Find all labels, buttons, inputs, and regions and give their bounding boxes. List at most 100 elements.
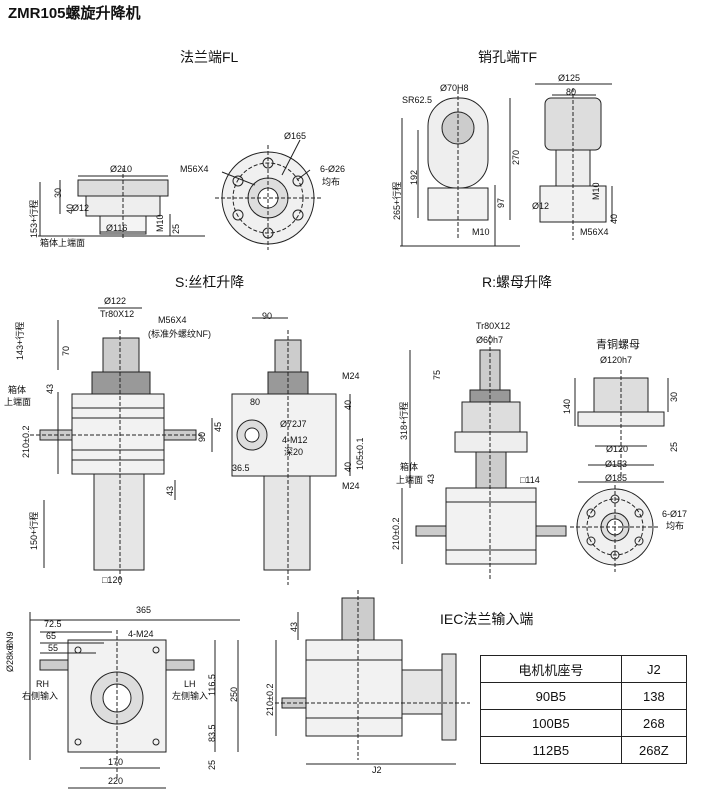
rh-input-label: 右侧输入	[22, 691, 59, 701]
r-nut-view	[574, 370, 669, 483]
dim-label: 143+行程	[15, 321, 25, 360]
table-cell: 268Z	[620, 736, 688, 764]
table-cell: 90B5	[480, 682, 622, 710]
dim-label: Ø210	[110, 164, 133, 174]
rh-label: RH	[36, 679, 49, 689]
dim-label: Ø120	[606, 444, 629, 454]
dim-label: Ø12	[72, 203, 90, 213]
dim-label: 72.5	[44, 619, 62, 629]
dim-label: SR62.5	[402, 95, 433, 105]
dim-label: 36.5	[232, 463, 250, 473]
table-header-row: 电机机座号 J2	[480, 655, 688, 683]
bottom-plan-view	[29, 612, 240, 789]
dim-label: 105±0.1	[355, 437, 365, 470]
dim-label: □114	[520, 475, 540, 485]
dim-label: (标准外螺纹NF)	[148, 329, 211, 339]
dim-label: Tr80X12	[100, 309, 135, 319]
dim-label: 70	[61, 345, 71, 356]
dim-label: 40	[343, 461, 353, 472]
dim-label: Ø60h7	[476, 335, 504, 345]
dim-label: 116.5	[207, 674, 217, 696]
dim-label: 40	[343, 399, 353, 410]
dim-label: 265+行程	[392, 181, 402, 220]
dim-label: 8N9	[5, 631, 15, 648]
s-side-view	[30, 307, 205, 585]
dim-label: 90	[197, 431, 207, 442]
s-front-view	[211, 317, 351, 585]
dim-label: 43	[289, 621, 299, 632]
table-header-cell: 电机机座号	[480, 655, 622, 683]
dim-label: □120	[102, 575, 123, 585]
dim-label: Ø70H8	[440, 83, 469, 93]
dim-label: Ø28k6	[5, 645, 15, 672]
motor-frame-table: 电机机座号 J2 90B5 138 100B5 268 112B5 268Z	[480, 655, 688, 764]
dim-label: Ø153	[605, 459, 628, 469]
dim-label: M10	[155, 214, 165, 232]
lh-input-label: 左侧输入	[172, 691, 209, 701]
tf-front-view	[535, 83, 613, 240]
lh-label: LH	[184, 679, 196, 689]
dim-label: Ø116	[106, 223, 128, 233]
dim-label: 4-M12	[282, 435, 308, 445]
section-title-fl: 法兰端FL	[180, 49, 239, 65]
dim-label: 250	[229, 686, 239, 702]
dim-label: Ø122	[104, 296, 127, 306]
dim-label: M56X4	[158, 315, 187, 325]
dim-label: 192	[409, 169, 419, 185]
dim-label: 40	[609, 213, 619, 224]
dim-label: 318+行程	[399, 401, 409, 440]
dim-label: J2	[372, 765, 382, 775]
dim-label: M56X4	[580, 227, 609, 237]
dim-label: M10	[591, 182, 601, 200]
dim-label: 90	[262, 311, 273, 321]
table-cell: 100B5	[480, 709, 622, 737]
section-title-s: S:丝杠升降	[175, 274, 245, 290]
dim-label: M24	[342, 371, 360, 381]
dim-label: Tr80X12	[476, 321, 511, 331]
tf-side-view	[400, 90, 520, 247]
dim-label: 150+行程	[29, 511, 39, 550]
dim-label: 30	[669, 391, 679, 402]
dim-label: 210±0.2	[21, 425, 31, 458]
dim-label: 80	[566, 87, 577, 97]
dim-label: 75	[432, 369, 442, 380]
dim-label: 43	[165, 485, 175, 496]
dim-label: 43	[426, 473, 436, 484]
dim-label: M24	[342, 481, 360, 491]
r-nut-front	[570, 485, 660, 572]
page-title: ZMR105螺旋升降机	[8, 5, 141, 22]
dim-label: Ø72J7	[280, 419, 307, 429]
dim-label: 55	[48, 643, 59, 653]
dim-label: 153+行程	[29, 199, 39, 238]
dim-label: 深20	[284, 447, 304, 457]
dim-label: 65	[46, 631, 57, 641]
box-top-label: 箱体上端面	[40, 238, 86, 248]
section-title-iec: IEC法兰输入端	[440, 611, 534, 627]
iec-side-view	[275, 590, 470, 765]
dim-label: 210±0.2	[265, 683, 275, 716]
section-title-tf: 销孔端TF	[478, 49, 538, 65]
dim-label: 210±0.2	[391, 517, 401, 550]
dim-label: M10	[472, 227, 490, 237]
table-cell: 268	[620, 709, 688, 737]
box-label: 箱体	[8, 385, 27, 395]
r-side-view	[401, 335, 567, 580]
dim-label: 97	[496, 197, 506, 208]
dim-label: 均布	[322, 177, 341, 187]
box-top-label: 上端面	[396, 475, 424, 485]
fl-flange-front	[215, 139, 322, 250]
nut-label: 青铜螺母	[596, 339, 640, 351]
dim-label: 6-Ø26	[320, 164, 346, 174]
dim-label: 30	[53, 187, 63, 198]
dim-label: 25	[669, 441, 679, 452]
dim-label: 170	[108, 757, 124, 767]
box-label: 箱体	[400, 462, 419, 472]
dim-label: Ø125	[558, 73, 581, 83]
table-row: 100B5 268	[480, 709, 688, 737]
fl-side-view	[38, 168, 205, 240]
dim-label: 270	[511, 149, 521, 165]
dim-label: 25	[207, 759, 217, 770]
dim-label: 4-M24	[128, 629, 154, 639]
section-title-r: R:螺母升降	[482, 274, 552, 290]
